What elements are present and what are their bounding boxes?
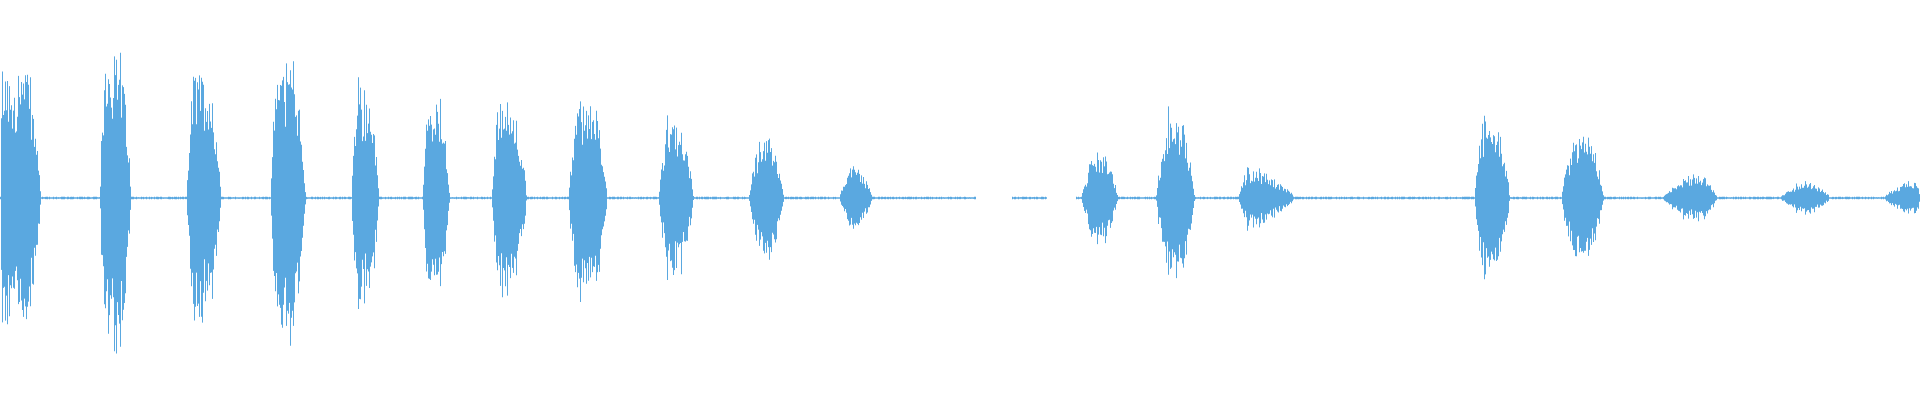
waveform-bars xyxy=(0,52,1920,354)
waveform-path xyxy=(0,52,1920,354)
